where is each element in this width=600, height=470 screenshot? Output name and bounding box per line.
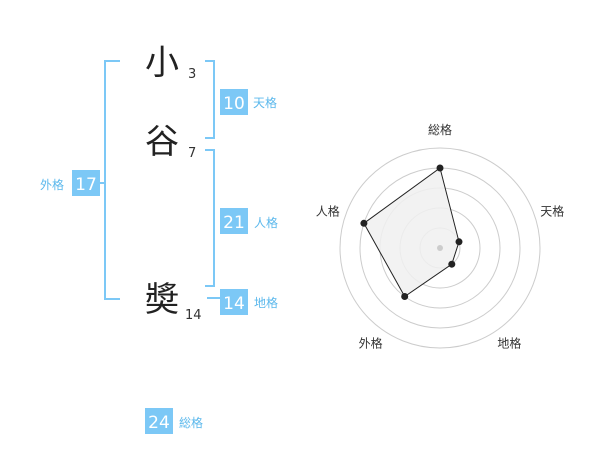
soukaku-group: 24 総格: [145, 408, 203, 434]
radar-label-3: 地格: [497, 336, 521, 351]
radar-point-5: [360, 219, 368, 227]
radar-label-5: 人格: [316, 204, 340, 219]
soukaku-badge: [145, 408, 173, 434]
jinkaku-value: 21: [223, 213, 245, 233]
gaikaku-bracket: [104, 60, 120, 300]
radar-ring-5: [339, 147, 541, 349]
tenkaku-label: 天格: [253, 95, 277, 110]
brackets: [98, 60, 220, 300]
radar-center: [437, 245, 443, 251]
radar-area: [363, 167, 460, 298]
name-char-2: 谷: [145, 122, 179, 162]
chikaku-value: 14: [223, 294, 245, 314]
soukaku-value: 24: [148, 413, 170, 433]
stroke-count-1: 3: [188, 67, 196, 82]
radar-point-4: [401, 293, 409, 300]
jinkaku-badge: [220, 208, 248, 234]
chikaku-badge: [220, 289, 248, 315]
chikaku-group: 14 地格: [220, 289, 278, 315]
name-char-3: 奬: [145, 280, 179, 320]
tenkaku-badge: [220, 89, 248, 115]
soukaku-label: 総格: [179, 415, 203, 430]
name-characters: 小 3 谷 7 奬 14: [145, 43, 202, 323]
chikaku-label: 地格: [254, 295, 278, 310]
gaikaku-badge: [72, 170, 100, 196]
stroke-count-3: 14: [185, 308, 202, 323]
gaikaku-value: 17: [75, 175, 97, 195]
jinkaku-label: 人格: [254, 215, 278, 230]
gaikaku-group: 外格 17: [40, 170, 100, 196]
stroke-count-2: 7: [188, 146, 196, 161]
radar-point-1: [436, 164, 444, 172]
jinkaku-bracket: [205, 149, 215, 287]
radar-point-2: [455, 238, 463, 246]
tenkaku-bracket: [205, 60, 215, 139]
gaikaku-label: 外格: [40, 177, 64, 192]
jinkaku-group: 21 人格: [220, 208, 278, 234]
tenkaku-group: 10 天格: [220, 89, 277, 115]
radar-label-2: 天格: [540, 204, 564, 219]
radar-label-1: 総格: [428, 122, 452, 137]
tenkaku-value: 10: [223, 94, 245, 114]
name-char-1: 小: [145, 43, 179, 83]
radar-point-3: [448, 260, 456, 268]
radar-label-4: 外格: [359, 336, 383, 351]
